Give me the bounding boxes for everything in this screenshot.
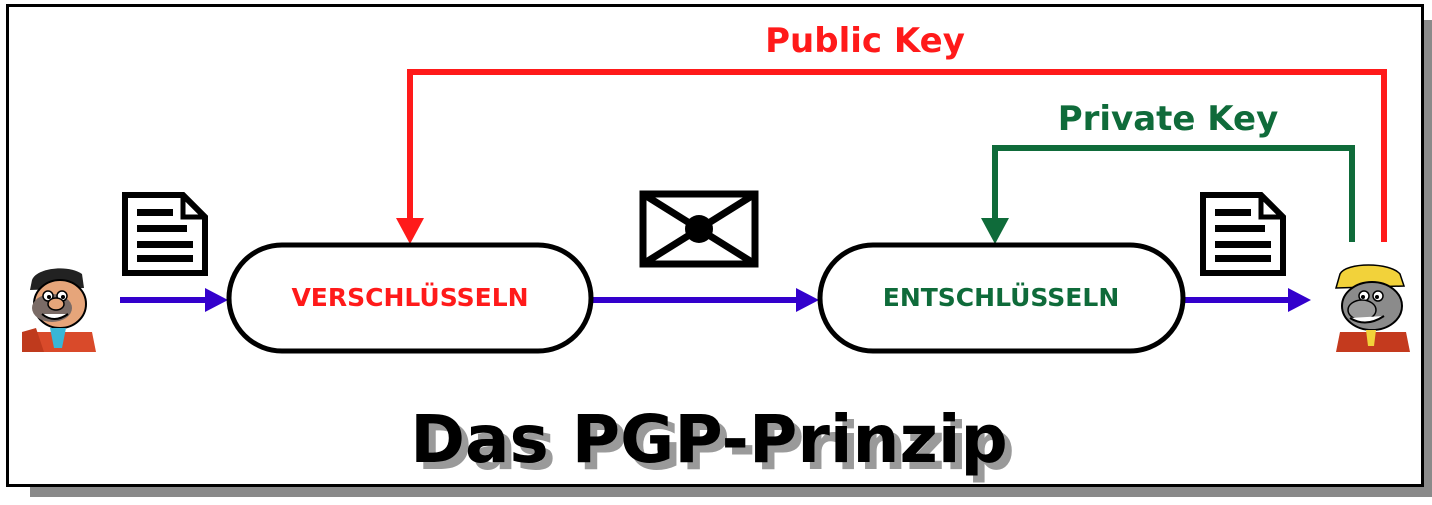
document-icon: [1200, 192, 1286, 276]
private-key-path: [981, 145, 1355, 244]
public-key-path: [396, 69, 1387, 244]
receiver-avatar-icon: [1334, 264, 1410, 352]
flow-arrowhead-1: [205, 288, 228, 312]
document-icon: [122, 192, 208, 276]
decrypt-step: ENTSCHLÜSSELN: [817, 242, 1186, 354]
public-key-arrowhead: [396, 218, 424, 244]
private-key-arrowhead: [981, 218, 1009, 244]
private-key-line: [992, 145, 1355, 242]
encrypt-pill: [226, 242, 594, 354]
diagram-title-shadow: Das PGP-Prinzip: [417, 408, 1015, 485]
frame-shadow-right: [1424, 20, 1432, 497]
decrypt-pill: [817, 242, 1186, 354]
envelope-icon: [639, 190, 759, 268]
sender-avatar-icon: [22, 268, 96, 352]
frame-shadow-bottom: [30, 487, 1430, 497]
encrypt-label: VERSCHLÜSSELN: [291, 282, 528, 312]
flow-arrowhead-2: [796, 288, 819, 312]
encrypt-step: VERSCHLÜSSELN: [226, 242, 594, 354]
flow-arrows: [120, 288, 1311, 312]
diagram-title: Das PGP-Prinzip: [410, 401, 1008, 478]
public-key-label: Public Key: [765, 21, 965, 61]
decrypt-label: ENTSCHLÜSSELN: [883, 282, 1120, 312]
flow-arrowhead-3: [1288, 288, 1311, 312]
public-key-line: [407, 69, 1387, 242]
private-key-label: Private Key: [1058, 99, 1279, 139]
